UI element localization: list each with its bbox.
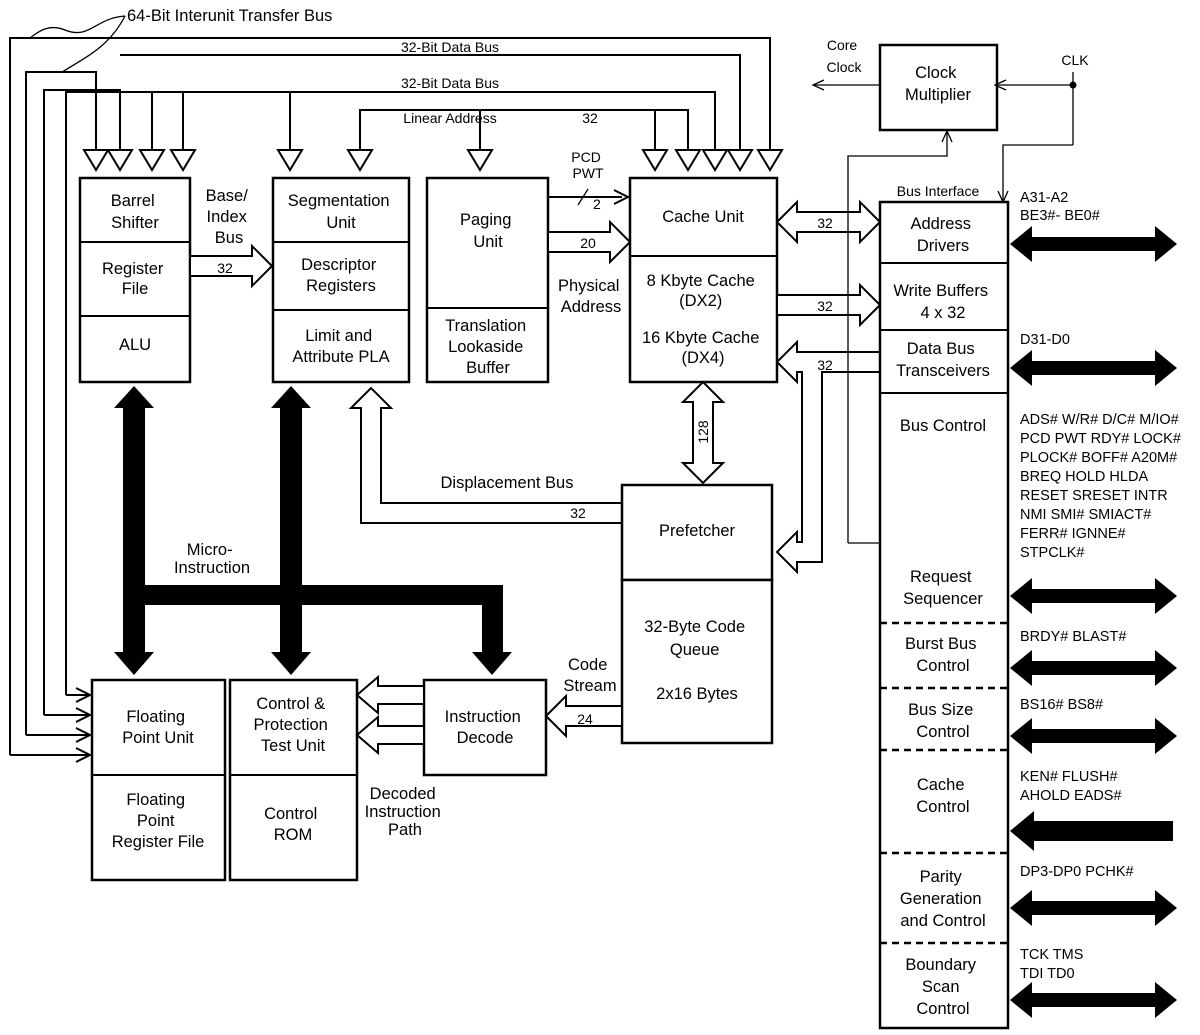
bus-control-signals: ADS# W/R# D/C# M/IO# PCD PWT RDY# LOCK# …	[1020, 412, 1185, 561]
svg-text:Instruction Decode: Instruction Decode	[445, 708, 526, 747]
boundary-signals: TCK TMS TDI TD0	[1020, 947, 1087, 982]
signal-labels: A31-A2 BE3#- BE0# D31-D0 ADS# W/R# D/C# …	[1020, 190, 1185, 982]
svg-text:32: 32	[217, 260, 233, 276]
svg-text:Control & Protection: Control & Protection Test Unit	[254, 695, 333, 755]
svg-text:Code Stream: Code Stream	[563, 656, 616, 695]
linear-address-label: Linear Address	[403, 110, 496, 126]
clk-label: CLK	[1061, 52, 1089, 68]
data-bus-transceivers: Data Bus Transceivers	[896, 340, 990, 380]
svg-text:Base/ Index Bus: Base/ Index Bus	[206, 187, 253, 247]
floating-point-unit: Floating Point Unit Floating Point Regis…	[90, 678, 227, 882]
data-bus-label-2: 32-Bit Data Bus	[401, 75, 499, 91]
svg-text:Core Clock: Core Clock	[826, 37, 862, 75]
register-file: Register File	[102, 260, 168, 298]
data-bus-label-1: 32-Bit Data Bus	[401, 39, 499, 55]
request-sequencer: Request Sequencer	[903, 568, 983, 608]
interunit-transfer-bus	[9, 15, 784, 763]
svg-text:2: 2	[593, 196, 601, 212]
svg-text:Clock Multiplier: Clock Multiplier	[905, 64, 972, 104]
instruction-decode: Instruction Decode	[422, 678, 548, 777]
parity-control: Parity Generation and Control	[900, 868, 986, 930]
interunit-bus-label: 64-Bit Interunit Transfer Bus	[127, 7, 332, 25]
parity-signals: DP3-DP0 PCHK#	[1020, 864, 1134, 880]
base-index-bus: Base/ Index Bus 32	[189, 187, 274, 289]
svg-text:32: 32	[817, 298, 833, 314]
svg-text:Micro- Instruction: Micro- Instruction	[174, 541, 250, 577]
fp-register-file: Floating Point Register File	[112, 791, 205, 851]
control-test-unit: Control & Protection Test Unit Control R…	[228, 678, 359, 882]
boundary-scan-control: Boundary Scan Control	[905, 956, 980, 1018]
cache-biu-links: 32 32 32	[775, 199, 882, 575]
displacement-bus: Displacement Bus 32	[348, 386, 623, 524]
segmentation-unit: Segmentation Unit Descriptor Registers L…	[271, 176, 411, 384]
cache-unit: Cache Unit 8 Kbyte Cache (DX2) 16 Kbyte …	[628, 176, 779, 384]
svg-text:Floating Point Unit: Floating Point Unit	[122, 708, 194, 747]
micro-instruction-bus: Micro- Instruction	[114, 386, 512, 675]
burst-signals: BRDY# BLAST#	[1020, 629, 1126, 645]
cache-size: 8 Kbyte Cache (DX2) 16 Kbyte Cache (DX4)	[642, 272, 764, 367]
svg-text:Bus Interface: Bus Interface	[897, 183, 980, 199]
cache-signals: KEN# FLUSH# AHOLD EADS#	[1020, 769, 1122, 804]
barrel-shifter: Barrel Shifter	[111, 192, 160, 232]
physical-address-label: Physical Address	[558, 277, 624, 316]
svg-text:24: 24	[577, 711, 593, 727]
decoded-instruction-path: Decoded Instruction Path	[355, 674, 446, 839]
paging-to-cache: PCD PWT 2 20 Physical Address	[547, 149, 632, 316]
cache-prefetch-link: 128	[680, 380, 726, 485]
paging-unit: Paging Unit Translation Lookaside Buffer	[425, 176, 550, 384]
linear-address-width: 32	[582, 110, 598, 126]
svg-text:Segmentation Unit: Segmentation Unit	[288, 192, 394, 232]
address-signals: A31-A2 BE3#- BE0#	[1020, 190, 1100, 224]
svg-text:Decoded Instruction: Decoded Instruction Path	[365, 785, 446, 839]
limit-attribute-pla: Limit and Attribute PLA	[292, 327, 389, 366]
code-queue: 32-Byte Code Queue 2x16 Bytes	[620, 578, 774, 745]
translation-lookaside-buffer: Translation Lookaside Buffer	[445, 317, 531, 377]
bus-control: Bus Control	[900, 417, 986, 435]
svg-text:PCD PWT: PCD PWT	[571, 149, 604, 181]
burst-bus-control: Burst Bus Control	[905, 635, 981, 675]
svg-text:Displacement Bus: Displacement Bus	[441, 474, 574, 492]
integer-unit: Barrel Shifter Register File ALU	[78, 176, 192, 384]
address-drivers: Address Drivers	[910, 215, 975, 255]
svg-text:32-Byte Code Queue: 32-Byte Code Queue 2x16 Bytes	[644, 618, 750, 703]
svg-text:32: 32	[817, 357, 833, 373]
code-stream: Code Stream 24	[544, 656, 623, 739]
alu: ALU	[119, 336, 151, 354]
svg-text:128: 128	[695, 420, 711, 444]
clock-multiplier: Clock Multiplier Core Clock CLK	[811, 37, 1089, 544]
svg-text:Prefetcher: Prefetcher	[659, 522, 736, 540]
svg-text:Cache Unit: Cache Unit	[662, 208, 744, 226]
data-signals: D31-D0	[1020, 332, 1070, 348]
bus-size-control: Bus Size Control	[908, 701, 978, 741]
control-rom: Control ROM	[264, 805, 322, 844]
bus-size-signals: BS16# BS8#	[1020, 697, 1103, 713]
cache-control: Cache Control	[916, 776, 969, 816]
bus-labels: 64-Bit Interunit Transfer Bus 32-Bit Dat…	[127, 7, 598, 126]
svg-text:32: 32	[817, 215, 833, 231]
prefetcher: Prefetcher	[620, 483, 774, 582]
svg-text:Paging Unit: Paging Unit	[460, 211, 516, 251]
external-bidirectional-arrows	[1010, 226, 1177, 1018]
svg-text:32: 32	[570, 505, 586, 521]
write-buffers: Write Buffers 4 x 32	[893, 282, 992, 322]
descriptor-registers: Descriptor Registers	[301, 256, 381, 295]
bus-interface-unit: Bus Interface Address Drivers Write Buff…	[878, 183, 1010, 1030]
svg-text:20: 20	[580, 235, 596, 251]
